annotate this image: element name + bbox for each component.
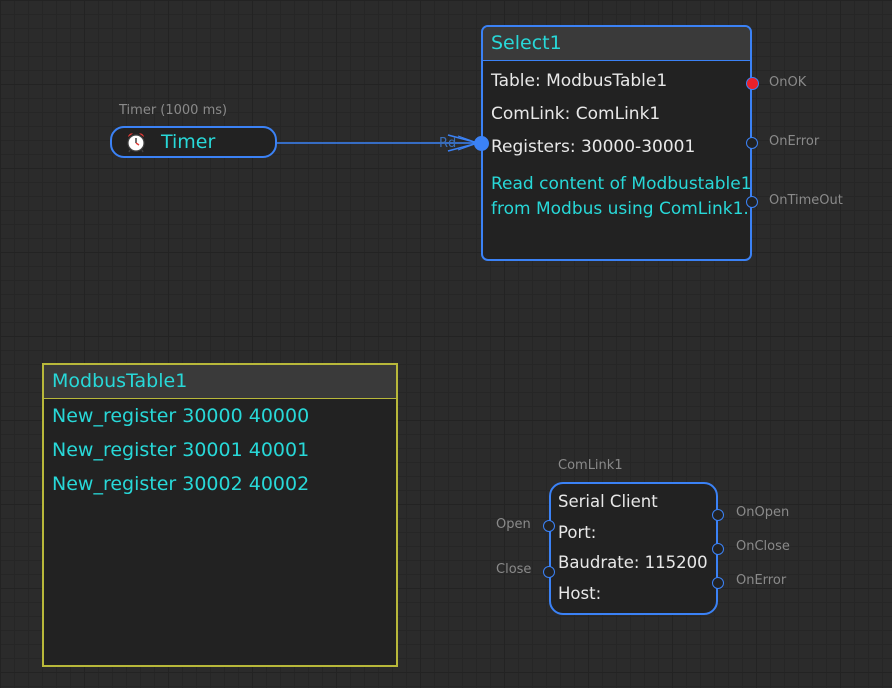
- onerror-port[interactable]: [746, 137, 758, 149]
- modbus-row: New_register 30002 40002: [52, 473, 310, 495]
- ontimeout-port[interactable]: [746, 196, 758, 208]
- serial-onerror-port[interactable]: [712, 577, 724, 589]
- select-table-field: Table: ModbusTable1: [491, 71, 668, 91]
- ontimeout-label: OnTimeOut: [769, 193, 843, 208]
- close-input-port[interactable]: [543, 566, 555, 578]
- timer-caption: Timer (1000 ms): [119, 103, 228, 118]
- select-input-port[interactable]: [474, 136, 489, 151]
- select-node[interactable]: Select1 Table: ModbusTable1 ComLink: Com…: [481, 25, 752, 261]
- modbus-table-title: ModbusTable1: [44, 365, 396, 399]
- timer-node[interactable]: Timer: [110, 126, 277, 158]
- onok-label: OnOK: [769, 75, 807, 90]
- select-title: Select1: [483, 27, 750, 61]
- alarm-clock-icon: [127, 133, 145, 153]
- open-input-label: Open: [496, 517, 531, 532]
- onclose-port[interactable]: [712, 543, 724, 555]
- select-input-label: Rd: [439, 136, 457, 151]
- select-comlink-field: ComLink: ComLink1: [491, 104, 661, 124]
- serial-caption: ComLink1: [558, 458, 623, 473]
- onopen-label: OnOpen: [736, 505, 790, 520]
- serial-host-field: Host:: [558, 583, 602, 603]
- modbus-row: New_register 30000 40000: [52, 405, 310, 427]
- close-input-label: Close: [496, 562, 532, 577]
- serial-baudrate-field: Baudrate: 115200: [558, 553, 708, 572]
- serial-onerror-label: OnError: [736, 573, 787, 588]
- onopen-port[interactable]: [712, 509, 724, 521]
- modbus-row: New_register 30001 40001: [52, 439, 310, 461]
- timer-label: Timer: [161, 131, 216, 153]
- select-registers-field: Registers: 30000-30001: [491, 137, 696, 157]
- onclose-label: OnClose: [736, 539, 790, 554]
- open-input-port[interactable]: [543, 520, 555, 532]
- onerror-label: OnError: [769, 134, 820, 149]
- onok-port[interactable]: [746, 77, 759, 90]
- serial-port-field: Port:: [558, 522, 597, 542]
- serial-type: Serial Client: [558, 492, 658, 511]
- modbus-table-node[interactable]: ModbusTable1 New_register 30000 40000 Ne…: [42, 363, 398, 667]
- select-description: Read content of Modbustable1 from Modbus…: [491, 174, 752, 219]
- serial-client-node[interactable]: Serial Client Port: Baudrate: 115200 Hos…: [549, 482, 718, 615]
